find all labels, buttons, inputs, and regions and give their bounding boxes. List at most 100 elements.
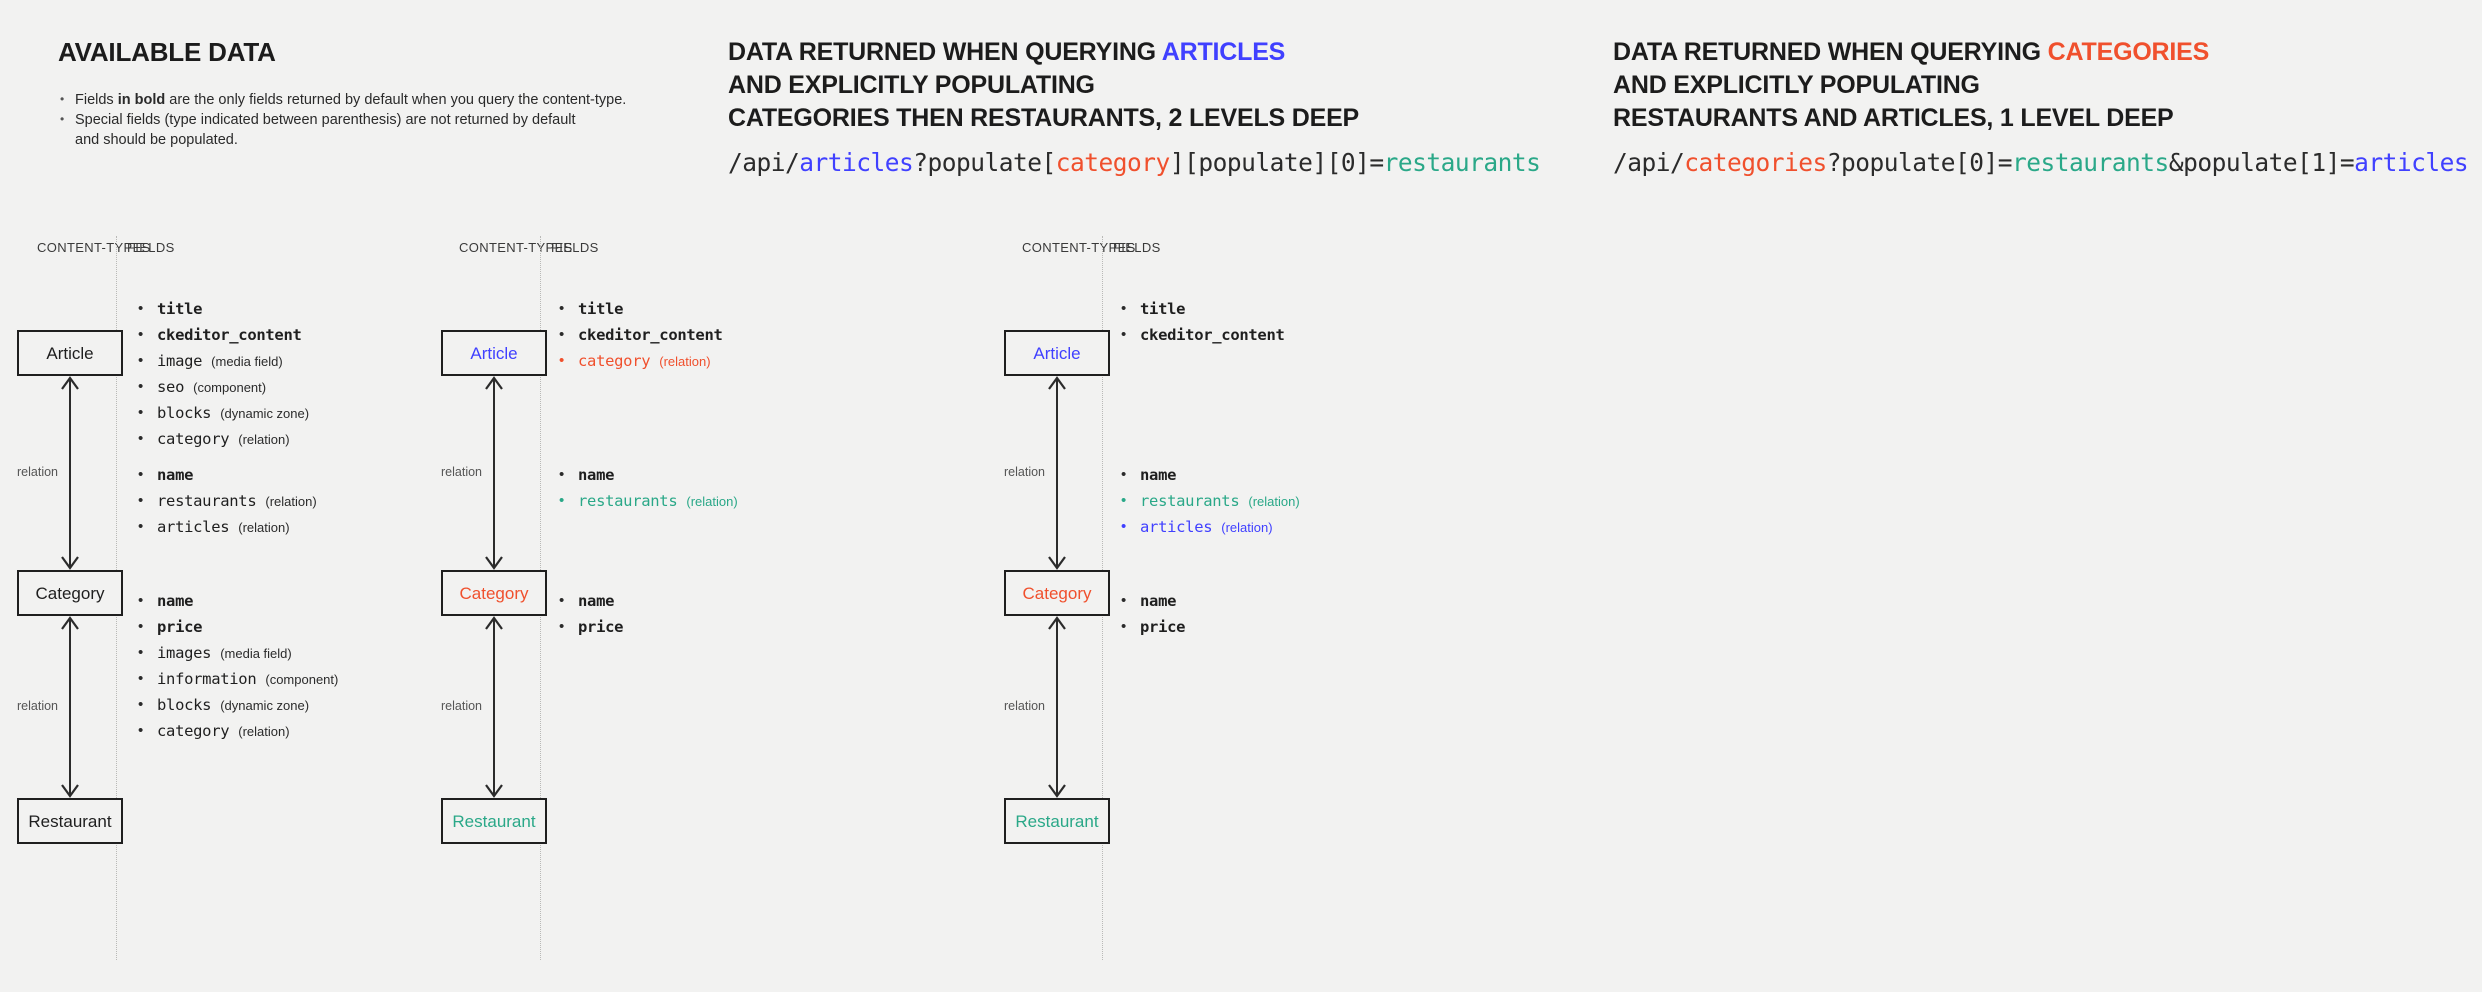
field-row: • title (1118, 296, 1285, 322)
field-group-article: • title• ckeditor_content (1118, 296, 1285, 348)
url-segment: articles (799, 148, 914, 177)
bullet-icon: • (1121, 492, 1127, 509)
field-type: (relation) (238, 520, 290, 535)
url-segment: ?populate[0]= (1826, 148, 2013, 177)
field-row: •price (556, 614, 623, 640)
relation-arrow (61, 616, 79, 798)
field-name: seo (157, 378, 185, 396)
field-row: •articles(relation) (135, 514, 317, 540)
bullet-icon: • (138, 722, 144, 739)
field-row: •price (1118, 614, 1185, 640)
field-name: title (578, 300, 624, 318)
field-type: (dynamic zone) (220, 406, 310, 421)
heading-line-1: AVAILABLE DATA (58, 37, 276, 67)
field-name: restaurants (1140, 492, 1240, 510)
field-name: category (578, 352, 651, 370)
bullet-icon: • (1121, 592, 1127, 609)
field-row: •category(relation) (135, 426, 309, 452)
heading-line-1: DATA RETURNED WHEN QUERYING CATEGORIES (1613, 38, 2210, 66)
content-type-label: Category (1022, 583, 1092, 603)
field-type: (media field) (220, 646, 292, 661)
url-segment: articles (2354, 148, 2469, 177)
heading-line-1: DATA RETURNED WHEN QUERYING ARTICLES (728, 38, 1286, 66)
content-type-box-article[interactable]: Article (441, 330, 547, 376)
relation-label: relation (17, 699, 58, 713)
bullet-icon: • (138, 618, 144, 635)
field-name: name (578, 592, 615, 610)
content-type-label: Category (459, 583, 529, 603)
field-row: •category(relation) (135, 718, 338, 744)
field-name: price (1140, 618, 1186, 636)
field-name: title (1140, 300, 1186, 318)
field-type: (component) (265, 672, 339, 687)
content-type-box-restaurant[interactable]: Restaurant (441, 798, 547, 844)
bullet-icon: • (138, 352, 144, 369)
field-group-article: • title •ckeditor_content•category(relatio… (556, 296, 723, 374)
field-group-article: •title•ckeditor_content•image(media fiel… (135, 296, 309, 452)
content-type-box-category[interactable]: Category (441, 570, 547, 616)
note-item: Fields in bold are the only fields retur… (58, 89, 678, 110)
relation-arrow (1048, 616, 1066, 798)
content-type-label: Restaurant (28, 811, 112, 831)
field-type: (relation) (686, 494, 738, 509)
field-name: ckeditor_content (1140, 326, 1285, 344)
field-row: •articles(relation) (1118, 514, 1300, 540)
bullet-icon: • (559, 326, 565, 343)
bullet-icon: • (559, 592, 565, 609)
field-group-category: •name•restaurants(relation) (556, 462, 738, 514)
content-type-box-article[interactable]: Article (17, 330, 123, 376)
field-name: name (578, 466, 615, 484)
field-row: •restaurants(relation) (135, 488, 317, 514)
url-segment: restaurants (2012, 148, 2169, 177)
label-fields: FIELDS (1113, 240, 1161, 255)
field-row: •name (556, 462, 738, 488)
field-row: •category(relation) (556, 348, 723, 374)
relation-arrow (485, 616, 503, 798)
field-name: name (1140, 592, 1177, 610)
field-row: •name (135, 462, 317, 488)
content-type-box-restaurant[interactable]: Restaurant (17, 798, 123, 844)
field-name: images (157, 644, 212, 662)
bullet-icon: • (1121, 300, 1127, 317)
field-row: • images (media field) (135, 640, 338, 666)
label-content-types: CONTENT-TYPES (1022, 240, 1136, 255)
field-name: category (157, 722, 230, 740)
content-type-label: Article (46, 343, 94, 363)
content-type-box-category[interactable]: Category (17, 570, 123, 616)
field-type: (relation) (265, 494, 317, 509)
content-type-label: Restaurant (452, 811, 536, 831)
field-type: (relation) (238, 432, 290, 447)
bullet-icon: • (138, 644, 144, 661)
content-type-label: Category (35, 583, 105, 603)
field-row: •blocks(dynamic zone) (135, 400, 309, 426)
notes-list: Fields in bold are the only fields retur… (58, 89, 678, 150)
content-type-label: Article (1033, 343, 1081, 363)
field-name: articles (157, 518, 230, 536)
relation-arrow (485, 376, 503, 570)
column-heading-query-categories: DATA RETURNED WHEN QUERYING CATEGORIES AN… (1613, 36, 2209, 135)
field-type: (relation) (1221, 520, 1273, 535)
field-row: •blocks(dynamic zone) (135, 692, 338, 718)
bullet-icon: • (138, 492, 144, 509)
content-type-box-article[interactable]: Article (1004, 330, 1110, 376)
heading-line-2: AND EXPLICITLY POPULATING (1613, 71, 1980, 99)
url-segment: /api/ (728, 148, 800, 177)
relation-arrow (61, 376, 79, 570)
field-name: price (578, 618, 624, 636)
field-row: •ckeditor_content (135, 322, 309, 348)
bullet-icon: • (138, 696, 144, 713)
bullet-icon: • (138, 378, 144, 395)
label-content-types: CONTENT-TYPES (37, 240, 151, 255)
field-row: •image(media field) (135, 348, 309, 374)
field-name: name (157, 592, 194, 610)
content-type-box-category[interactable]: Category (1004, 570, 1110, 616)
bullet-icon: • (138, 404, 144, 421)
field-row: •ckeditor_content (556, 322, 723, 348)
content-type-label: Article (470, 343, 518, 363)
note-bold: in bold (117, 92, 166, 108)
content-type-box-restaurant[interactable]: Restaurant (1004, 798, 1110, 844)
